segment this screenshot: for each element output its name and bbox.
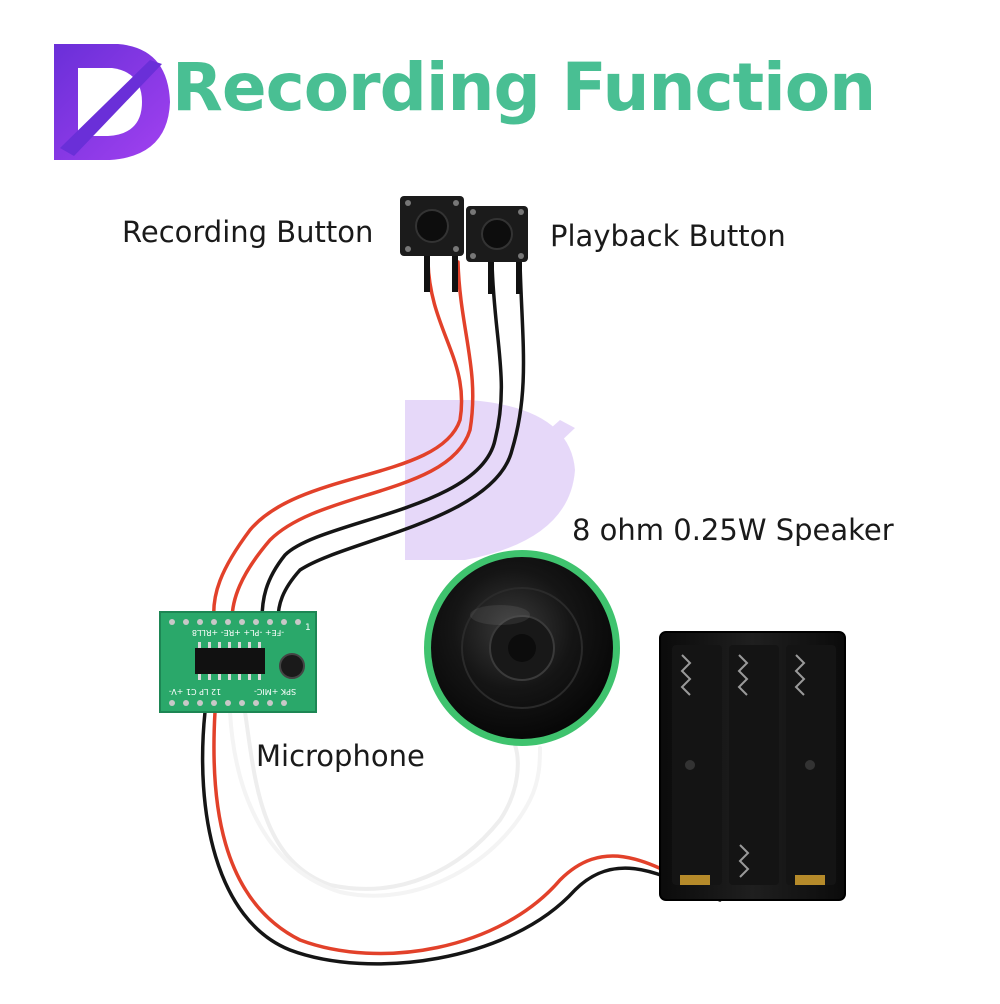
pcb-pin1-label: 1 — [305, 623, 311, 633]
speaker-part — [424, 550, 620, 746]
pcb-bottom-left-silkscreen: 12 LP C1 +V- — [169, 687, 221, 696]
speaker-label: 8 ohm 0.25W Speaker — [572, 513, 894, 547]
battery-holder — [659, 631, 846, 901]
pcb-board: -FE+ -PL+ +RE- +RLL8 1 SPK +MIC- 12 LP C… — [159, 611, 317, 713]
pcb-top-silkscreen: -FE+ -PL+ +RE- +RLL8 — [192, 628, 284, 637]
playback-button-part — [466, 206, 528, 294]
watermark-logo — [405, 400, 575, 560]
microphone-label: Microphone — [256, 739, 425, 773]
wires — [200, 260, 722, 966]
playback-button-label: Playback Button — [550, 219, 786, 253]
recording-button-part — [400, 196, 464, 292]
pcb-bottom-silkscreen: SPK +MIC- — [254, 687, 296, 696]
recording-button-label: Recording Button — [122, 215, 374, 249]
d-letter-logo-icon — [54, 44, 170, 160]
page-title: Recording Function — [172, 49, 876, 126]
